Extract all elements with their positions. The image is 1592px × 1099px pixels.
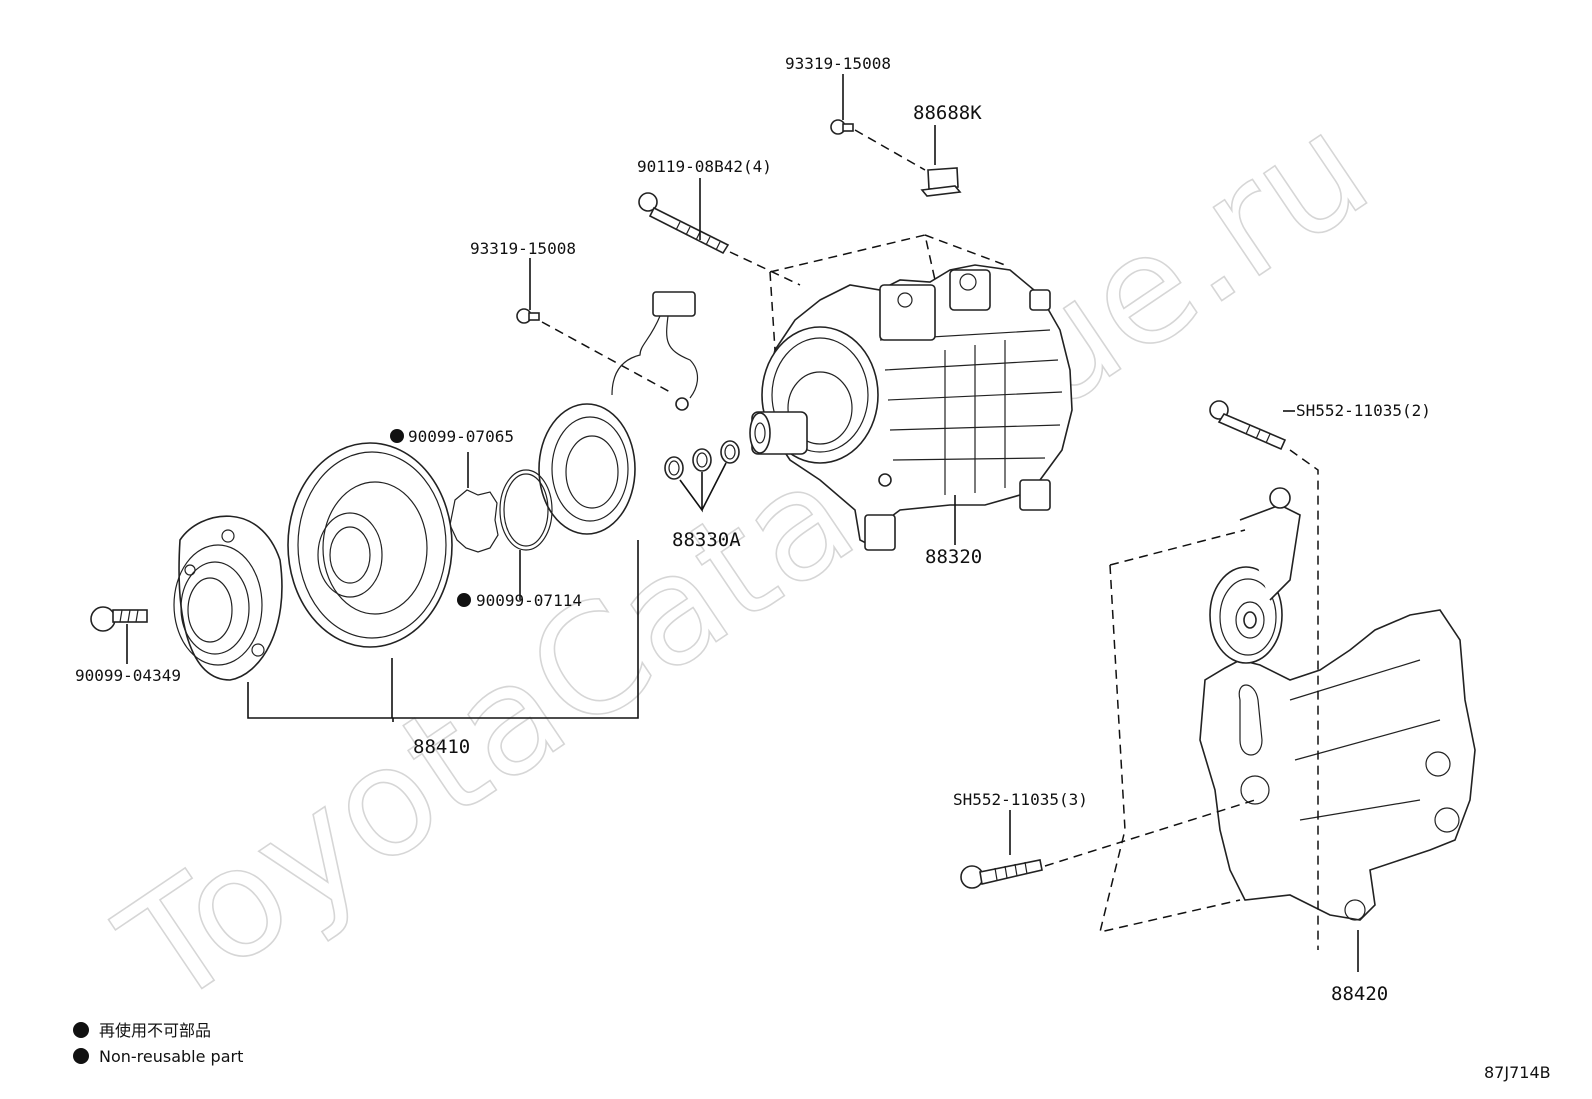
compressor-88320[interactable] (749, 264, 1073, 551)
label-88330a: 88330A (672, 529, 741, 551)
label-sh552-2: SH552-11035(2) (1296, 401, 1431, 420)
label-90099-04349: 90099-04349 (75, 666, 181, 685)
pressure-plate[interactable] (173, 515, 283, 681)
watermark: ToyotaCatalogue.ru (92, 81, 1398, 1041)
bolt-93319-top[interactable] (830, 119, 854, 135)
label-88410: 88410 (413, 736, 470, 758)
bolt-90119[interactable] (638, 192, 730, 255)
non-reusable-marker (457, 593, 471, 607)
bracket-88420[interactable] (1199, 487, 1476, 921)
bolt-93319-mid[interactable] (516, 308, 540, 324)
label-90119: 90119-08B42(4) (637, 157, 772, 176)
field-coil[interactable] (538, 403, 636, 535)
clip-88688k[interactable] (920, 167, 962, 197)
label-93319-mid: 93319-15008 (470, 239, 576, 258)
label-88420: 88420 (1331, 983, 1388, 1005)
clutch-coil-connector[interactable] (611, 291, 699, 411)
bolt-90099-04349[interactable] (90, 606, 148, 632)
shims-88330a[interactable] (664, 440, 740, 480)
label-90099-07065: 90099-07065 (408, 427, 514, 446)
legend-dot-2 (73, 1048, 89, 1064)
shim-ring-07065[interactable] (449, 489, 499, 553)
non-reusable-marker (390, 429, 404, 443)
bolt-sh552-2[interactable] (1209, 400, 1287, 451)
pulley[interactable] (287, 442, 453, 648)
legend-line-1: 再使用不可部品 (99, 1021, 211, 1040)
diagram-code: 87J714B (1484, 1063, 1551, 1082)
label-93319-top: 93319-15008 (785, 54, 891, 73)
bolt-sh552-3[interactable] (960, 859, 1043, 889)
label-sh552-3: SH552-11035(3) (953, 790, 1088, 809)
snap-ring-07114[interactable] (499, 469, 553, 551)
label-90099-07114: 90099-07114 (476, 591, 582, 610)
label-88320: 88320 (925, 546, 982, 568)
label-88688k: 88688K (913, 102, 982, 124)
legend-line-2: Non-reusable part (99, 1047, 243, 1066)
legend-dot-1 (73, 1022, 89, 1038)
